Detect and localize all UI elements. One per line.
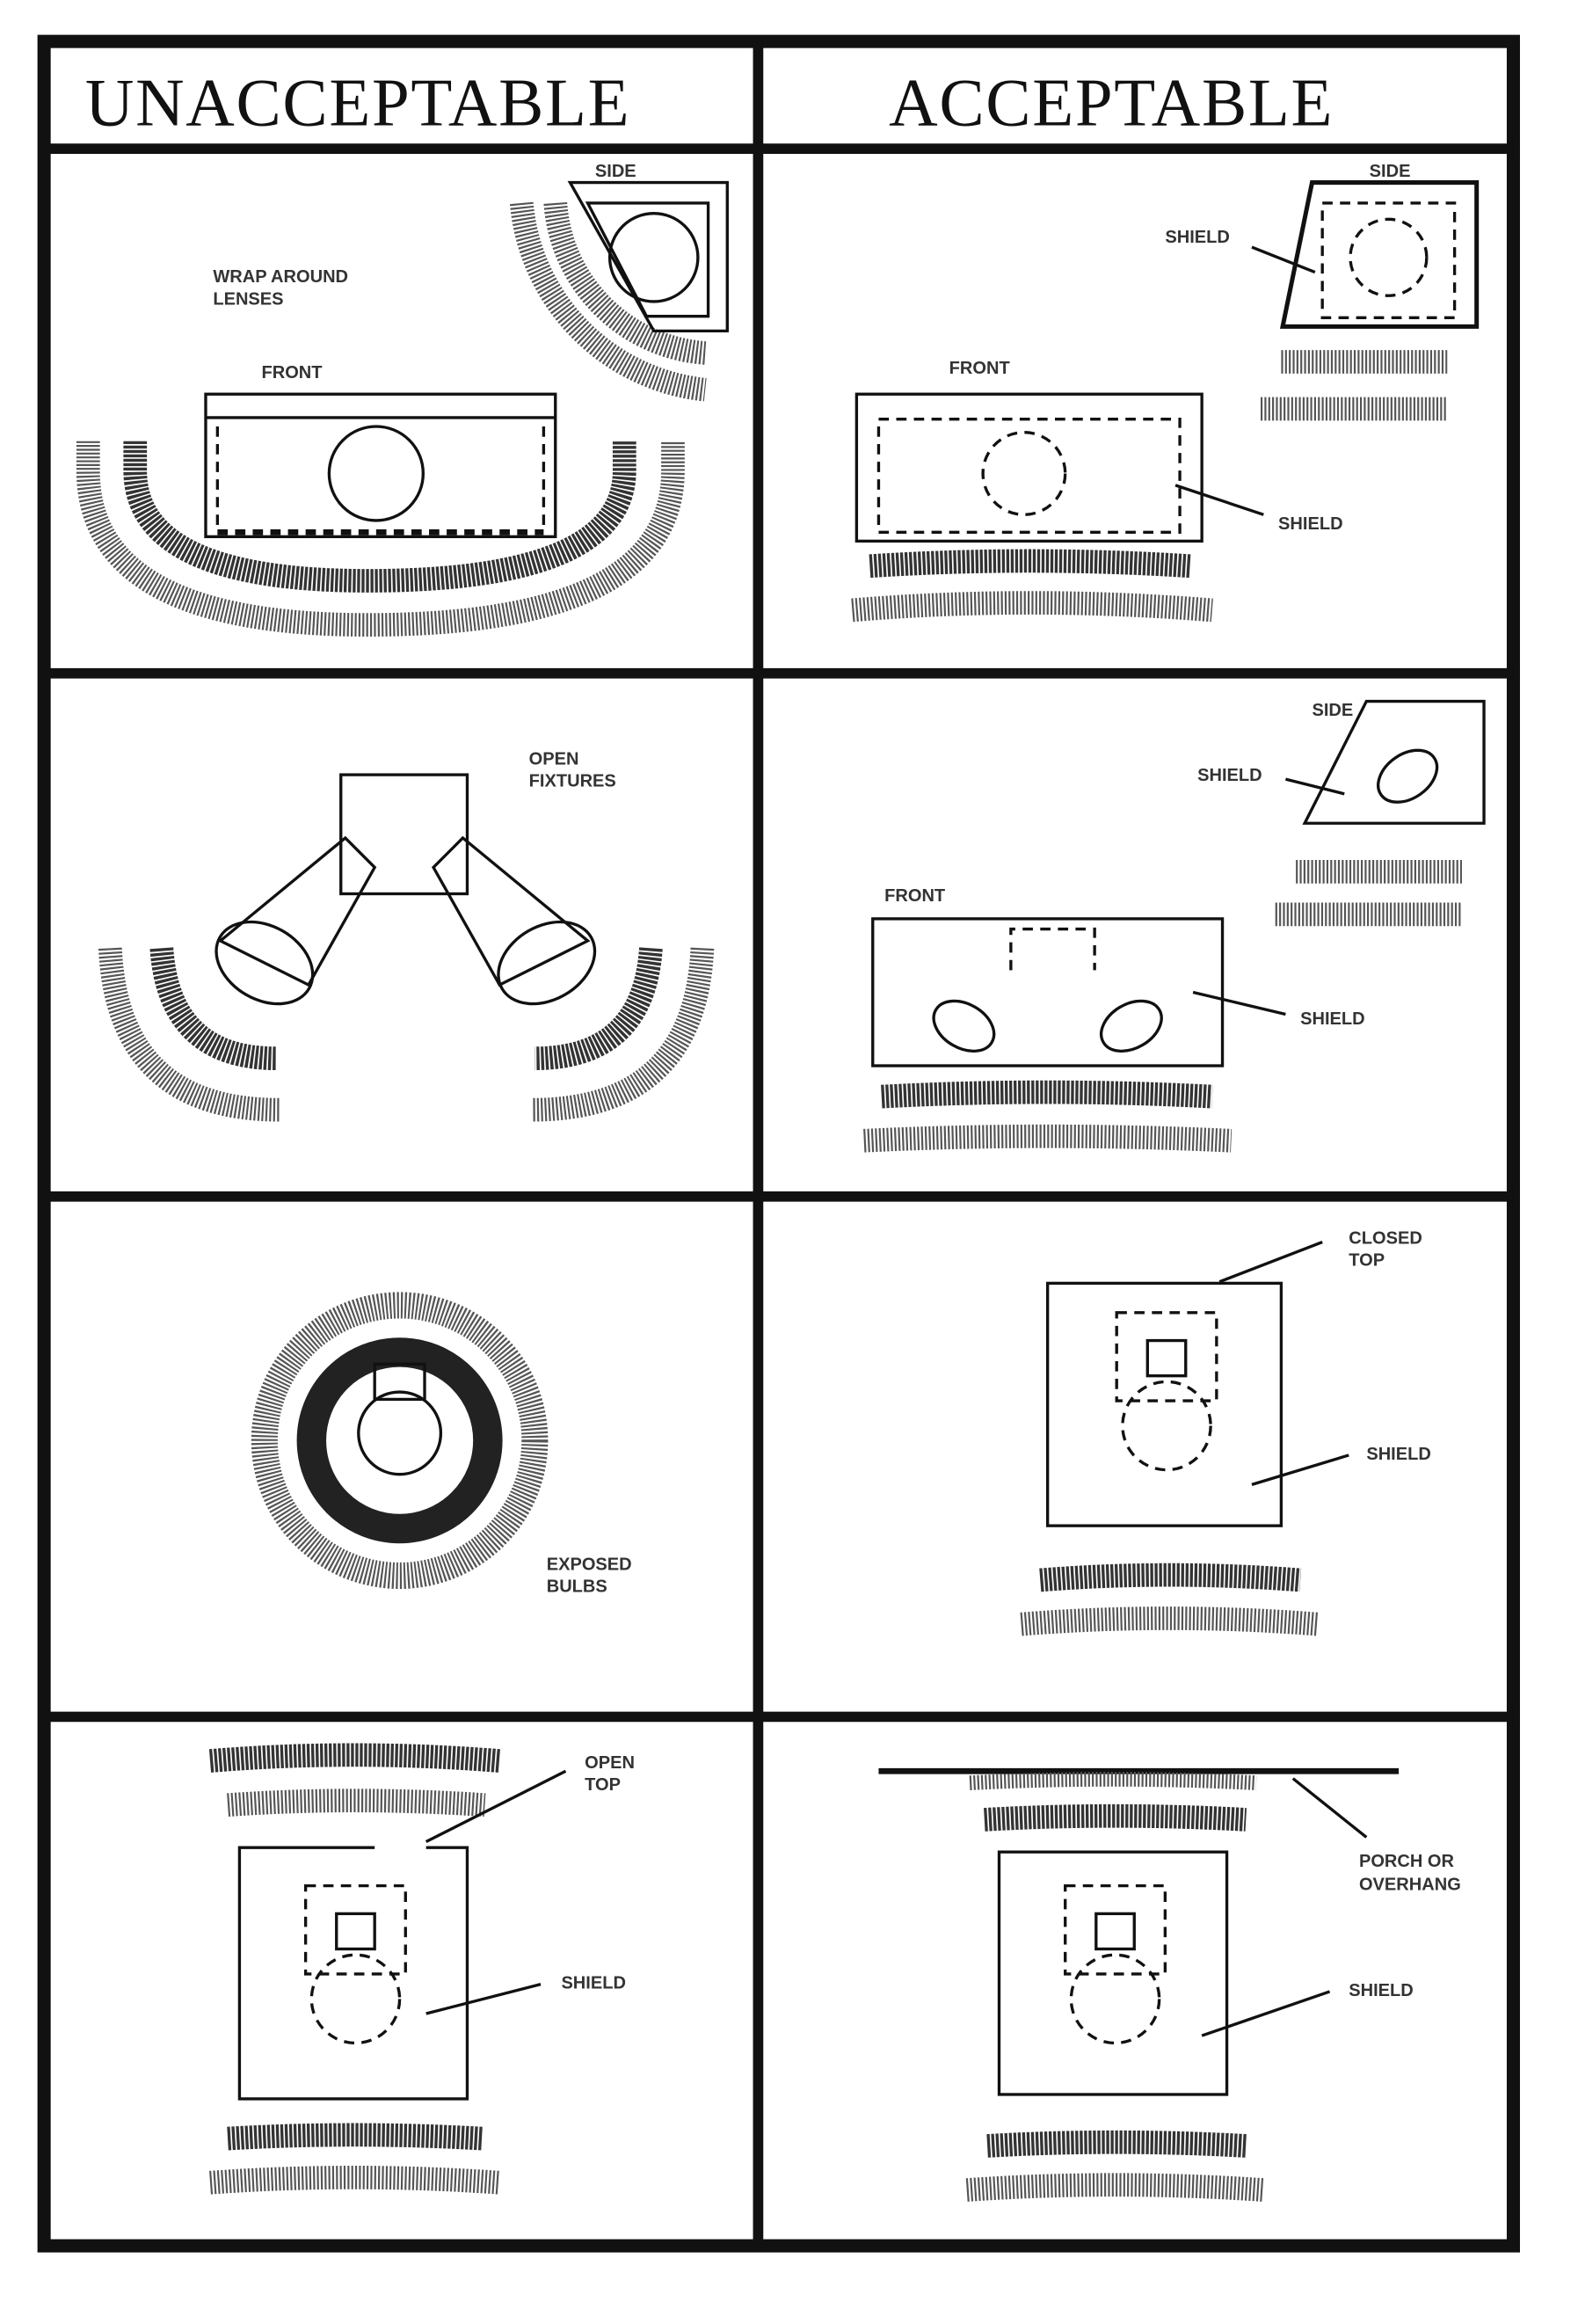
header-unacceptable: UNACCEPTABLE: [85, 64, 630, 140]
grid-frame: [37, 34, 1520, 2253]
label-side: SIDE: [1370, 162, 1411, 181]
label-front: FRONT: [949, 359, 1011, 378]
label-shield-front: SHIELD: [1278, 514, 1343, 534]
panel-shielded-wall-fixture: SIDE SHIELD FRONT SHIELD: [851, 162, 1480, 623]
label-shield: SHIELD: [1366, 1445, 1431, 1464]
label-side: SIDE: [1312, 701, 1353, 720]
label-shield: SHIELD: [561, 1974, 626, 1993]
panel-shielded-flood-fixture: SIDE SHIELD FRONT SHIELD: [863, 699, 1486, 1153]
label-side: SIDE: [595, 162, 636, 181]
label-front: FRONT: [884, 886, 946, 906]
label-shield: SHIELD: [1349, 1981, 1414, 2000]
header-acceptable: ACCEPTABLE: [889, 64, 1334, 140]
label-shield-front: SHIELD: [1300, 1009, 1365, 1029]
label-front: FRONT: [261, 363, 323, 382]
label-shield: SHIELD: [1197, 766, 1262, 785]
label-shield: SHIELD: [1165, 228, 1230, 247]
